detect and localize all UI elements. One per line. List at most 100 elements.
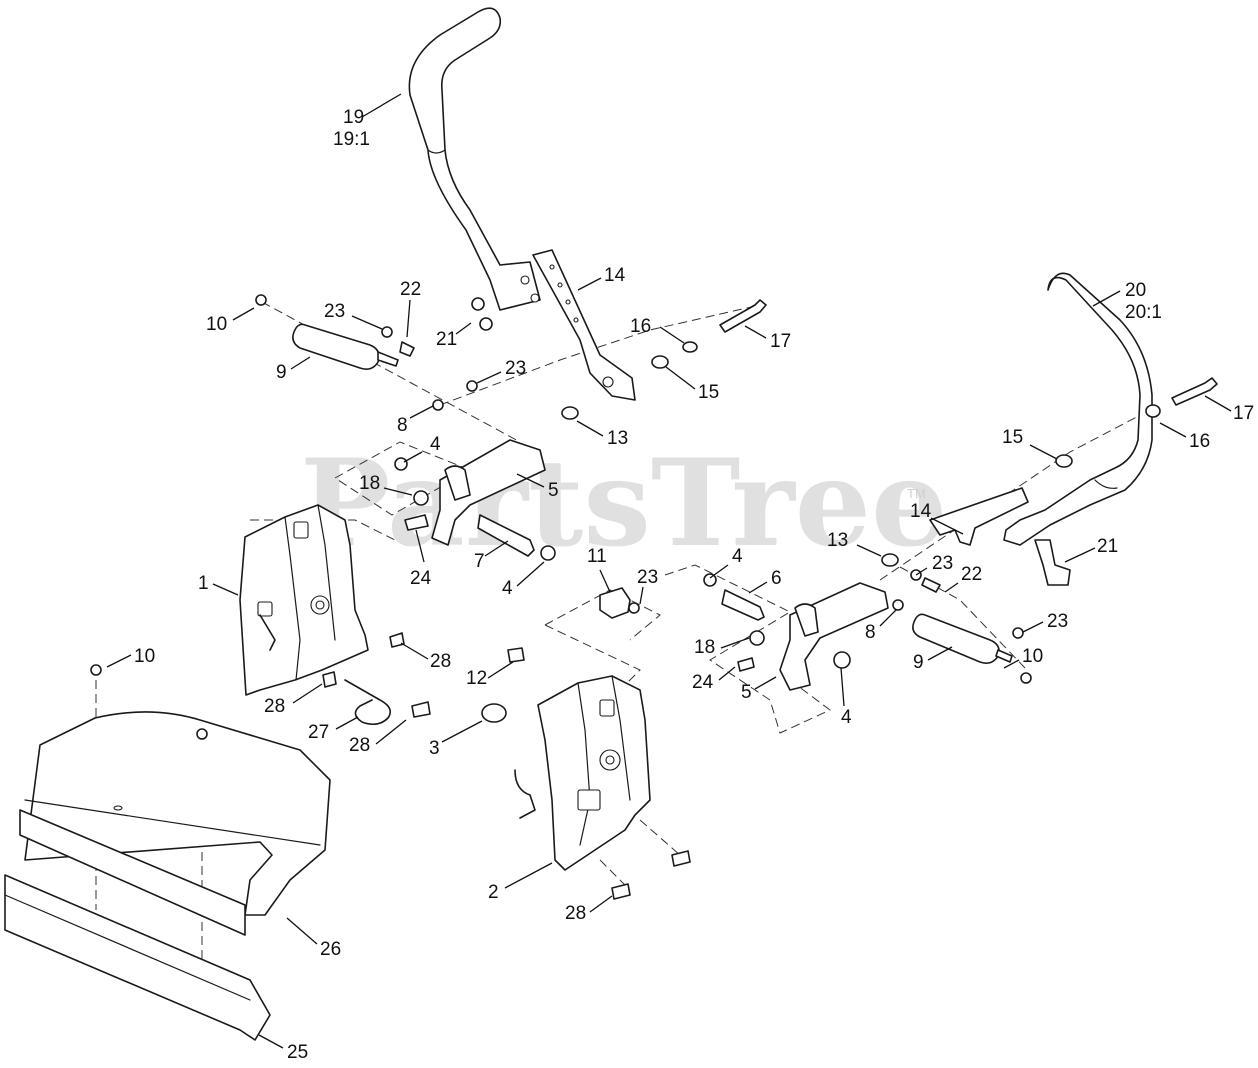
leader-line — [292, 683, 323, 704]
leader-line — [1204, 395, 1232, 412]
left-control-handle — [408, 7, 636, 401]
leader-line — [441, 720, 483, 743]
callout-number: 10 — [134, 646, 155, 667]
watermark-trademark: TM — [907, 486, 926, 501]
callout-number: 14 — [910, 501, 932, 522]
callout-number: 4 — [841, 707, 852, 728]
callout-c20-1: 20:1 — [1125, 302, 1162, 323]
leader-line — [944, 582, 959, 593]
left-hardware — [561, 299, 767, 420]
callout-number: 18 — [359, 473, 380, 494]
callout-number: 24 — [692, 672, 714, 693]
callout-c8b: 8 — [865, 609, 897, 643]
callout-c25: 25 — [258, 1034, 308, 1063]
right-control-handle — [1003, 272, 1153, 586]
callout-number: 23 — [932, 553, 953, 574]
leader-line — [1064, 547, 1096, 563]
callout-c14b: 14 — [910, 501, 964, 535]
callout-c28a: 28 — [400, 642, 451, 672]
right-pivot-bracket — [929, 487, 1029, 546]
callout-number: 13 — [827, 530, 848, 551]
callout-c23e: 23 — [1022, 611, 1068, 633]
control-cover — [19, 664, 331, 936]
callout-number: 10 — [1022, 646, 1043, 667]
callout-number: 20:1 — [1125, 302, 1162, 323]
callout-number: 23 — [324, 301, 345, 322]
leader-line — [1092, 290, 1121, 307]
right-hardware — [881, 377, 1218, 567]
leader-line — [406, 299, 411, 338]
callout-c1: 1 — [198, 573, 239, 596]
callout-c19-1: 19:1 — [333, 129, 370, 150]
leader-line — [383, 487, 413, 496]
callout-c24a: 24 — [410, 529, 432, 589]
callout-c4a: 4 — [403, 434, 441, 463]
lower-hardware — [322, 632, 691, 900]
leader-line — [709, 564, 729, 579]
callout-number: 4 — [430, 434, 441, 455]
leader-line — [403, 451, 423, 463]
leader-line — [927, 646, 953, 661]
callout-number: 4 — [732, 546, 743, 567]
callout-c9b: 9 — [913, 646, 953, 673]
callout-c6: 6 — [748, 568, 782, 594]
leader-line — [375, 719, 407, 745]
callout-c15a: 15 — [665, 366, 719, 403]
callout-c18a: 18 — [359, 473, 413, 496]
leader-line — [361, 93, 402, 118]
callout-number: 2 — [488, 882, 499, 903]
callout-number: 28 — [565, 903, 586, 924]
leader-line — [639, 586, 644, 605]
callout-c21a: 21 — [436, 322, 472, 350]
callout-number: 6 — [771, 568, 782, 589]
leader-line — [516, 561, 545, 587]
callout-number: 14 — [604, 265, 626, 286]
callout-c28b: 28 — [264, 683, 323, 717]
leader-line — [659, 326, 685, 344]
leader-line — [516, 473, 545, 488]
callout-number: 19:1 — [333, 129, 370, 150]
callout-number: 8 — [865, 622, 876, 643]
callout-number: 5 — [741, 682, 752, 703]
callout-c23a: 23 — [324, 301, 383, 330]
callout-number: 22 — [400, 279, 421, 300]
callout-number: 11 — [587, 546, 607, 567]
callout-number: 17 — [770, 331, 791, 352]
leader-line — [915, 567, 928, 576]
callout-c4c: 4 — [709, 546, 743, 579]
callout-c19: 19 — [343, 93, 402, 128]
callout-c24b: 24 — [692, 666, 736, 693]
callout-c23c: 23 — [637, 567, 658, 605]
callout-number: 8 — [397, 415, 408, 436]
callout-c12: 12 — [466, 661, 514, 689]
callout-number: 22 — [961, 564, 982, 585]
leader-line — [744, 325, 767, 339]
leader-line — [290, 356, 311, 370]
callout-c10b: 10 — [106, 646, 155, 668]
callout-number: 13 — [607, 428, 628, 449]
left-mount-plate — [239, 504, 369, 696]
callout-c23b: 23 — [476, 358, 526, 384]
callout-c13b: 13 — [827, 530, 882, 557]
trim-panel — [4, 874, 271, 1041]
callout-number: 15 — [1002, 427, 1023, 448]
center-mount-plate — [481, 647, 651, 871]
callout-c23d: 23 — [915, 553, 953, 576]
leader-line — [599, 569, 611, 593]
callout-c27: 27 — [308, 716, 359, 743]
callout-number: 20 — [1125, 280, 1146, 301]
callout-c17a: 17 — [744, 325, 791, 352]
callout-c16a: 16 — [630, 316, 685, 344]
leader-line — [856, 544, 882, 557]
callout-number: 5 — [548, 480, 559, 501]
right-damper — [910, 569, 1032, 684]
callout-c22a: 22 — [400, 279, 421, 338]
leader-line — [577, 277, 602, 291]
leader-line — [879, 609, 897, 627]
callout-c28c: 28 — [349, 719, 407, 756]
leader-line — [1159, 422, 1187, 438]
leader-line — [754, 676, 777, 690]
callout-c13a: 13 — [576, 420, 628, 449]
stop-block — [599, 587, 640, 619]
